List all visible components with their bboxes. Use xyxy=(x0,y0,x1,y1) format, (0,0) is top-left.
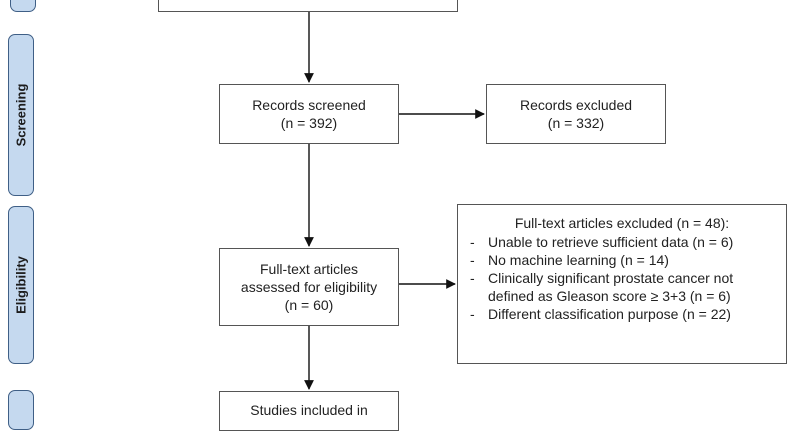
phase-eligibility: Eligibility xyxy=(8,206,34,364)
reason-line: Different classification purpose (n = 22… xyxy=(488,306,731,322)
exclusion-reason: - Clinically significant prostate cancer… xyxy=(464,269,780,305)
reason-line: defined as Gleason score ≥ 3+3 (n = 6) xyxy=(488,288,731,304)
fulltext-excluded-box: Full-text articles excluded (n = 48): - … xyxy=(457,204,787,364)
exclusion-reason: - Different classification purpose (n = … xyxy=(464,305,780,323)
excluded-title: Full-text articles excluded (n = 48): xyxy=(514,215,730,231)
box-line: Studies included in xyxy=(250,402,368,418)
phase-screening: Screening xyxy=(8,34,34,196)
box-line: assessed for eligibility xyxy=(240,279,378,295)
prisma-flow-diagram: Screening Eligibility Records screened (… xyxy=(8,0,787,431)
exclusion-reasons-list: - Unable to retrieve sufficient data (n … xyxy=(464,233,780,323)
fulltext-assessed-box: Full-text articles assessed for eligibil… xyxy=(219,248,399,326)
reason-line: No machine learning (n = 14) xyxy=(488,252,669,268)
records-screened-box: Records screened (n = 392) xyxy=(219,84,399,144)
box-line: (n = 332) xyxy=(547,115,605,131)
exclusion-reason: - No machine learning (n = 14) xyxy=(464,251,780,269)
box-line: Full-text articles xyxy=(259,261,359,277)
identification-box xyxy=(158,0,458,12)
box-line: Records screened xyxy=(252,97,366,113)
box-line: (n = 60) xyxy=(284,297,334,313)
reason-line: Clinically significant prostate cancer n… xyxy=(488,270,734,286)
box-line: (n = 392) xyxy=(280,115,338,131)
list-dash: - xyxy=(470,234,475,250)
box-line: Records excluded xyxy=(519,97,633,113)
reason-line: Unable to retrieve sufficient data (n = … xyxy=(488,234,734,250)
list-dash: - xyxy=(470,270,475,286)
exclusion-reason: - Unable to retrieve sufficient data (n … xyxy=(464,233,780,251)
phase-identification xyxy=(10,0,36,12)
connector-arrows xyxy=(304,12,485,390)
list-dash: - xyxy=(470,306,475,322)
records-excluded-box: Records excluded (n = 332) xyxy=(486,84,666,144)
list-dash: - xyxy=(470,252,475,268)
